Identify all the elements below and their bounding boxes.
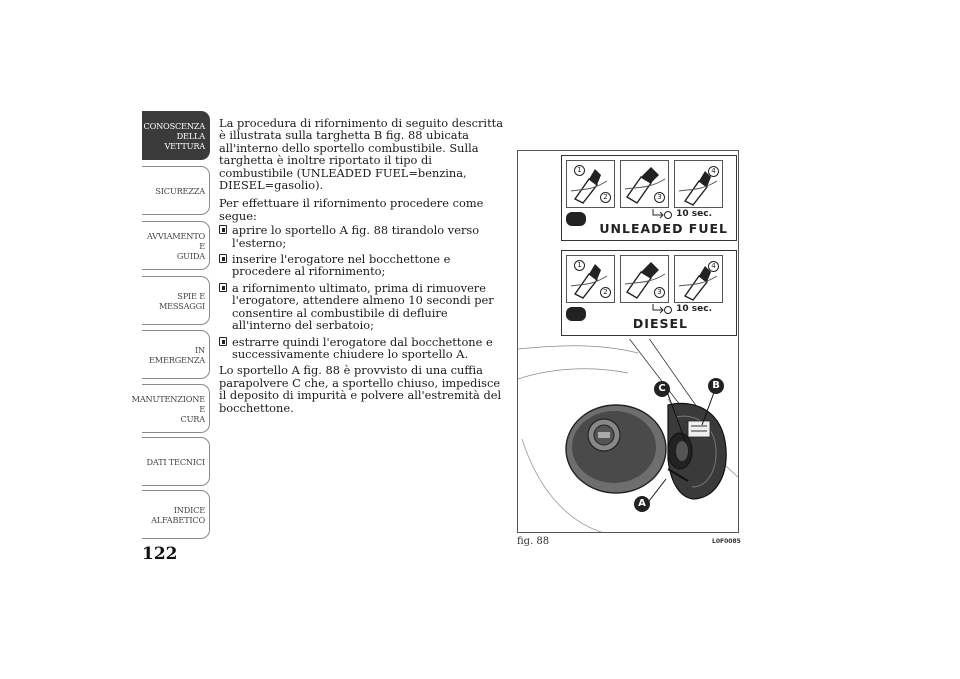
list-item: aprire lo sportello A fig. 88 tirandolo … [219, 224, 504, 249]
tab-spie-e-messaggi[interactable]: SPIE E MESSAGGI [142, 276, 210, 325]
callout-a-label: A [634, 496, 650, 512]
procedure-list: aprire lo sportello A fig. 88 tirandolo … [219, 224, 504, 360]
fuel-label-diesel: 1 2 3 4 10 sec. DIESEL [561, 250, 737, 336]
checkbox-bullet-icon [219, 225, 227, 235]
page-number: 122 [142, 544, 178, 564]
list-item-text: aprire lo sportello A fig. 88 tirandolo … [232, 223, 480, 250]
step-illustration: 1 2 [566, 255, 615, 303]
checkbox-bullet-icon [219, 336, 227, 346]
figure-88: 1 2 3 4 10 sec. UNLEADED FUEL 1 2 3 4 [517, 150, 739, 533]
figure-code: L0F0085 [712, 538, 741, 545]
tab-conoscenza-della-vettura[interactable]: CONOSCENZA DELLA VETTURA [142, 111, 210, 160]
timer-label: 10 sec. [676, 304, 712, 314]
callout-c-label: C [654, 381, 670, 397]
timer-label: 10 sec. [676, 209, 712, 219]
list-item-text: a rifornimento ultimato, prima di rimuov… [232, 280, 494, 333]
manual-book-icon [566, 212, 586, 226]
tab-in-emergenza[interactable]: IN EMERGENZA [142, 330, 210, 379]
fuel-type-label: UNLEADED FUEL [599, 221, 728, 236]
intro-paragraph: La procedura di rifornimento di seguito … [219, 116, 504, 193]
timer-arrow-icon [652, 209, 672, 219]
figure-caption: fig. 88 [517, 536, 550, 547]
step-illustration: 1 2 [566, 160, 615, 208]
checkbox-bullet-icon [219, 254, 227, 264]
main-text: La procedura di rifornimento di seguito … [219, 117, 504, 420]
step-illustration: 4 [674, 255, 723, 303]
tab-manutenzione-e-cura[interactable]: MANUTENZIONE E CURA [132, 384, 210, 433]
step-illustration: 4 [674, 160, 723, 208]
step-number: 4 [708, 261, 719, 272]
step-illustration: 3 [620, 160, 669, 208]
tab-sicurezza[interactable]: SICUREZZA [142, 166, 210, 215]
lead-paragraph: Per effettuare il rifornimento procedere… [219, 196, 484, 223]
list-item: inserire l'erogatore nel bocchettone e p… [219, 253, 504, 278]
step-number: 3 [654, 192, 665, 203]
step-number: 1 [574, 165, 585, 176]
timer-arrow-icon [652, 304, 672, 314]
list-item: a rifornimento ultimato, prima di rimuov… [219, 282, 504, 332]
closing-paragraph: Lo sportello A fig. 88 è provvisto di un… [219, 363, 502, 415]
list-item: estrarre quindi l'erogatore dal bocchett… [219, 334, 504, 361]
checkbox-bullet-icon [219, 282, 227, 292]
manual-book-icon [566, 307, 586, 321]
step-number: 2 [600, 287, 611, 298]
list-item-text: estrarre quindi l'erogatore dal bocchett… [232, 334, 493, 361]
list-item-text: inserire l'erogatore nel bocchettone e p… [232, 252, 451, 279]
tab-indice-alfabetico[interactable]: INDICE ALFABETICO [142, 490, 210, 539]
step-number: 2 [600, 192, 611, 203]
tab-dati-tecnici[interactable]: DATI TECNICI [142, 437, 210, 486]
step-number: 1 [574, 260, 585, 271]
step-number: 4 [708, 166, 719, 177]
step-number: 3 [654, 287, 665, 298]
fuel-door-illustration [518, 339, 738, 532]
callout-b-label: B [708, 378, 724, 394]
tab-avviamento-e-guida[interactable]: AVVIAMENTO E GUIDA [142, 221, 210, 270]
fuel-type-label: DIESEL [632, 316, 688, 331]
fuel-label-unleaded: 1 2 3 4 10 sec. UNLEADED FUEL [561, 155, 737, 241]
step-illustration: 3 [620, 255, 669, 303]
